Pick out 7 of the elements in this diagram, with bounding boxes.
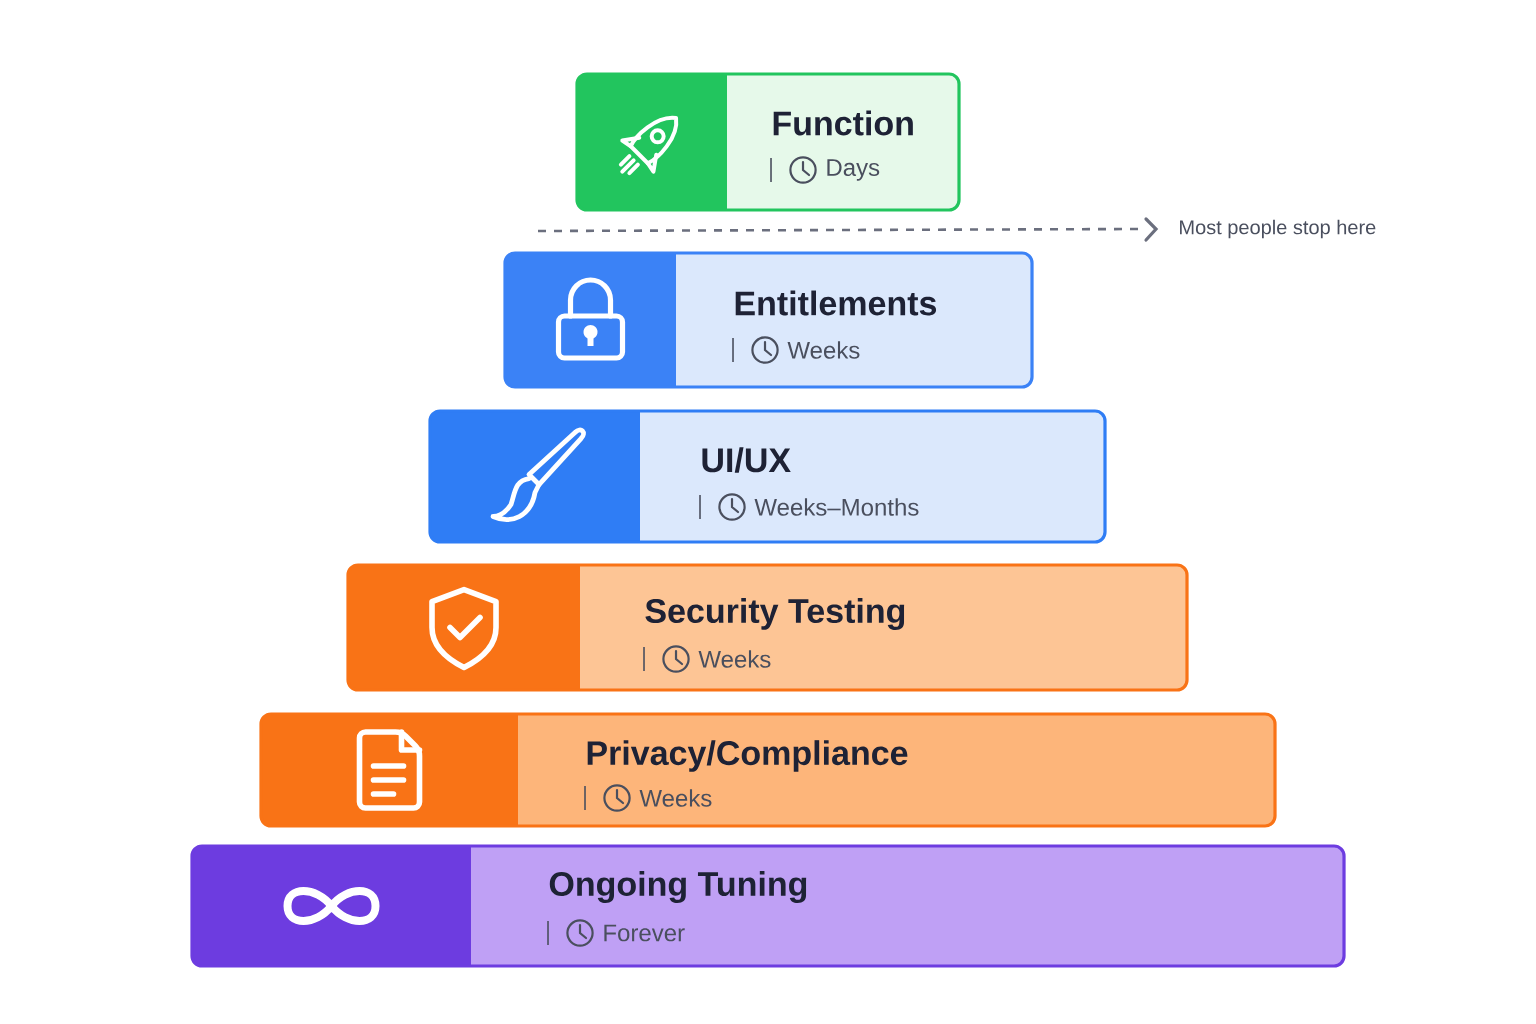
stage-box: Ongoing Tuning Forever [190,844,1346,968]
stage-box: UI/UX Weeks–Months [428,409,1107,544]
stage-box: Security Testing Weeks [346,563,1189,692]
note-text: Most people stop here [1180,219,1376,239]
stage-box: Privacy/Compliance Weeks [259,712,1277,828]
stage-box: Function Days [575,72,961,212]
stage-box: Entitlements Weeks [503,251,1034,389]
